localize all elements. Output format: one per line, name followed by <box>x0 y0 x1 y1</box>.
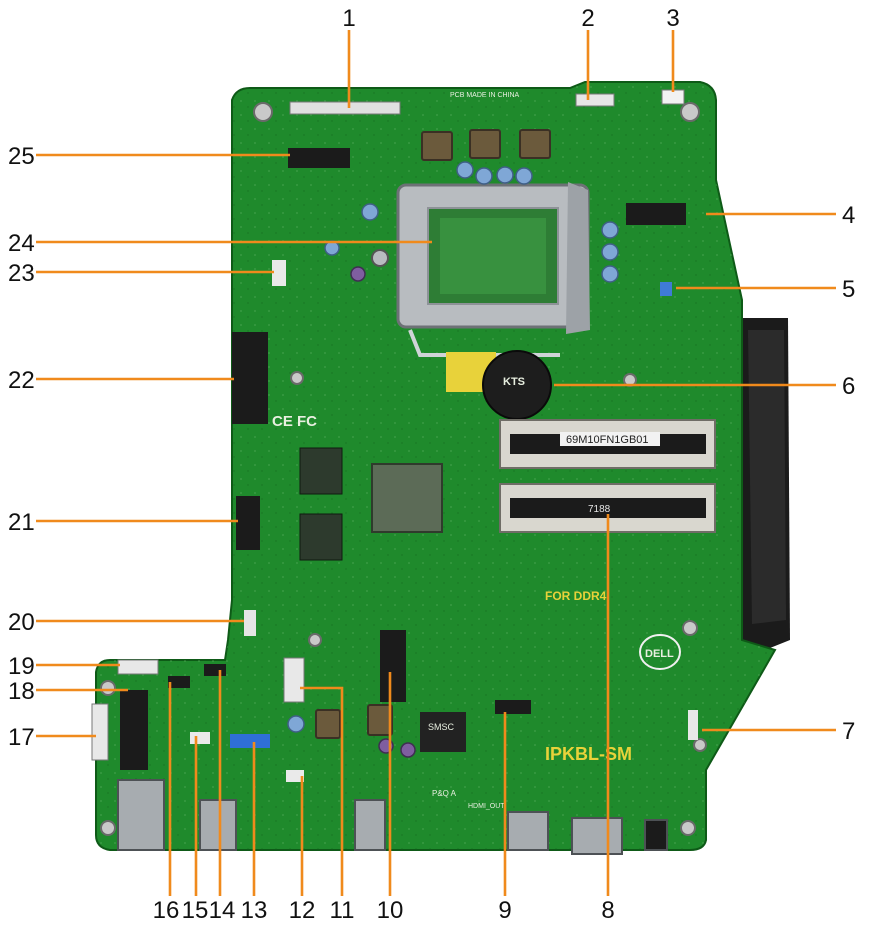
callout-17: 17 <box>8 724 35 751</box>
cpu-socket <box>371 182 590 357</box>
m2-slot <box>380 630 406 702</box>
callout-19: 19 <box>8 653 35 680</box>
leader-lines <box>36 30 836 896</box>
callout-5: 5 <box>842 276 855 303</box>
pq-marking: P&Q A <box>432 789 457 798</box>
callout-12: 12 <box>289 897 316 924</box>
dell-logo-text: DELL <box>645 648 674 660</box>
callout-13: 13 <box>241 897 268 924</box>
callout-3: 3 <box>666 5 679 32</box>
callout-25: 25 <box>8 143 35 170</box>
memory-chips <box>299 447 343 561</box>
callout-21: 21 <box>8 509 35 536</box>
hdmi-out-text: HDMI_OUT <box>468 803 505 810</box>
callout-numbers: 1 2 3 4 5 6 7 8 9 10 11 12 13 14 15 16 1… <box>8 5 855 924</box>
rear-io <box>117 779 668 855</box>
chipset <box>371 463 443 533</box>
callout-7: 7 <box>842 718 855 745</box>
callout-20: 20 <box>8 609 35 636</box>
callout-2: 2 <box>581 5 594 32</box>
ce-fc-mark: CE FC <box>272 413 317 430</box>
callout-22: 22 <box>8 367 35 394</box>
cmos-battery: KTS <box>482 350 552 420</box>
battery-label: KTS <box>503 376 525 388</box>
callout-10: 10 <box>377 897 404 924</box>
pcb-made-in-text: PCB MADE IN CHINA <box>450 92 520 99</box>
callout-4: 4 <box>842 202 855 229</box>
capacitors <box>287 161 619 733</box>
dell-logo <box>639 634 681 670</box>
callout-6: 6 <box>842 373 855 400</box>
model-text: IPKBL-SM <box>545 744 632 764</box>
mounting-holes <box>100 102 707 836</box>
callout-11: 11 <box>330 897 355 924</box>
dimm-label: 69M10FN1GB01 <box>566 434 649 446</box>
chokes <box>315 129 551 739</box>
callout-8: 8 <box>601 897 614 924</box>
callout-1: 1 <box>342 5 355 32</box>
cable-strip <box>748 330 786 624</box>
callout-9: 9 <box>498 897 511 924</box>
callout-16: 16 <box>153 897 180 924</box>
callout-18: 18 <box>8 678 35 705</box>
callout-15: 15 <box>182 897 209 924</box>
dimm-label-2: 7188 <box>588 504 611 515</box>
smsc-chip-label: SMSC <box>428 722 455 732</box>
sata-blue <box>230 734 270 748</box>
callout-23: 23 <box>8 260 35 287</box>
callout-24: 24 <box>8 230 35 257</box>
callout-14: 14 <box>209 897 236 924</box>
ddr-text: FOR DDR4 <box>545 589 607 603</box>
